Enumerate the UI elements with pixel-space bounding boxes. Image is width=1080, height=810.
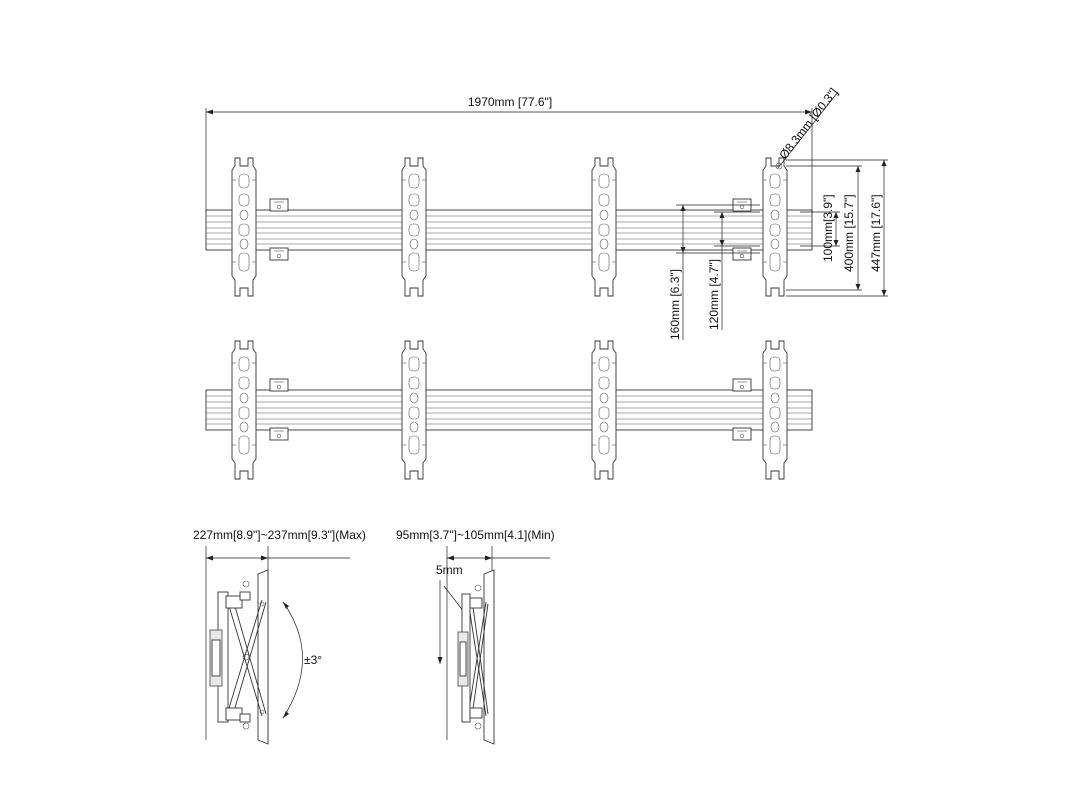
bracket-447-label: 447mm [17.6"] — [869, 194, 883, 272]
dimension-total-width: 1970mm [77.6"] — [205, 95, 813, 212]
tilt-label: ±3° — [304, 653, 322, 667]
depth-max-label: 227mm[8.9"]~237mm[9.3"](Max) — [193, 528, 366, 542]
bottom-clamp — [269, 427, 289, 441]
bracket-100-label: 100mm[3.9"] — [821, 194, 835, 262]
bottom-bracket — [762, 340, 788, 480]
side-view-min: 95mm[3.7"]~105mm[4.1](Min) 5mm — [396, 528, 555, 745]
top-clamp — [269, 198, 289, 212]
hole-diameter-label: Ø8.3mm [Ø0.3"] — [776, 85, 840, 162]
bottom-rail-assembly — [205, 340, 813, 480]
top-clamp — [732, 247, 752, 261]
top-bracket — [762, 157, 788, 297]
top-rail — [205, 209, 813, 251]
bottom-clamp — [732, 427, 752, 441]
bottom-bracket — [401, 340, 427, 480]
top-bracket — [231, 157, 257, 297]
bottom-bracket — [231, 340, 257, 480]
dimension-rail-profile: 160mm [6.3"] 120mm [4.7"] — [668, 204, 760, 340]
bottom-rail — [205, 389, 813, 431]
bottom-clamp — [269, 378, 289, 392]
top-bracket — [591, 157, 617, 297]
rail-120-label: 120mm [4.7"] — [707, 259, 721, 330]
total-width-label: 1970mm [77.6"] — [468, 95, 552, 109]
rail-160-label: 160mm [6.3"] — [668, 269, 682, 340]
side-view-max: 227mm[8.9"]~237mm[9.3"](Max) ±3° — [193, 528, 366, 745]
top-bracket — [401, 157, 427, 297]
depth-min-label: 95mm[3.7"]~105mm[4.1](Min) — [396, 528, 555, 542]
dimension-bracket-heights: 100mm[3.9"] 400mm [15.7"] 447mm [17.6"] — [786, 159, 888, 297]
bottom-bracket — [591, 340, 617, 480]
dimension-hole-diameter: Ø8.3mm [Ø0.3"] — [775, 85, 840, 170]
top-clamp — [269, 247, 289, 261]
bracket-400-label: 400mm [15.7"] — [842, 194, 856, 272]
offset-5-label: 5mm — [436, 563, 463, 577]
bottom-clamp — [732, 378, 752, 392]
top-rail-assembly — [205, 157, 813, 297]
